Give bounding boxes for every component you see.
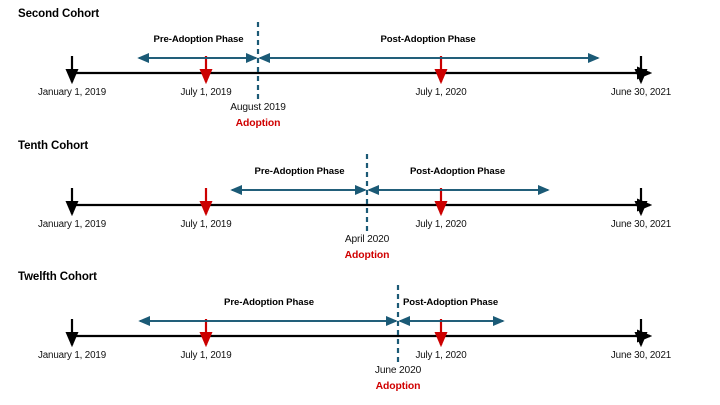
axis-tick-label: July 1, 2019 [180,350,232,361]
post-adoption-phase-label: Post-Adoption Phase [409,166,506,177]
axis-tick-label: June 30, 2021 [610,350,672,361]
axis-tick-label: July 1, 2020 [415,219,467,230]
timeline-axis-graphic [65,285,653,362]
axis-tick-label: June 30, 2021 [610,87,672,98]
cohort-title: Tenth Cohort [18,140,89,152]
pre-adoption-phase-label: Pre-Adoption Phase [254,166,345,177]
adoption-marker-label: Adoption [344,250,390,261]
pre-adoption-phase-label: Pre-Adoption Phase [224,297,314,308]
cohort-title: Twelfth Cohort [18,271,97,283]
axis-tick-label: July 1, 2020 [415,350,467,361]
timeline-axis-graphic [65,154,653,231]
axis-tick-label: July 1, 2020 [415,87,467,98]
axis-tick-label: July 1, 2019 [180,219,232,230]
axis-tick-label: June 30, 2021 [610,219,672,230]
timeline-axis-graphic [65,22,653,99]
axis-tick-label: July 1, 2019 [180,87,232,98]
post-adoption-phase-label: Post-Adoption Phase [402,297,499,308]
adoption-marker-label: Adoption [375,381,421,392]
adoption-date-label: April 2020 [344,234,390,245]
axis-tick-label: January 1, 2019 [37,87,107,98]
adoption-date-label: August 2019 [230,102,286,113]
axis-tick-label: January 1, 2019 [37,219,107,230]
axis-tick-label: January 1, 2019 [37,350,107,361]
pre-adoption-phase-label: Pre-Adoption Phase [153,34,244,45]
cohort-title: Second Cohort [18,8,100,20]
adoption-date-label: June 2020 [374,365,422,376]
post-adoption-phase-label: Post-Adoption Phase [380,34,476,45]
adoption-marker-label: Adoption [235,118,281,129]
